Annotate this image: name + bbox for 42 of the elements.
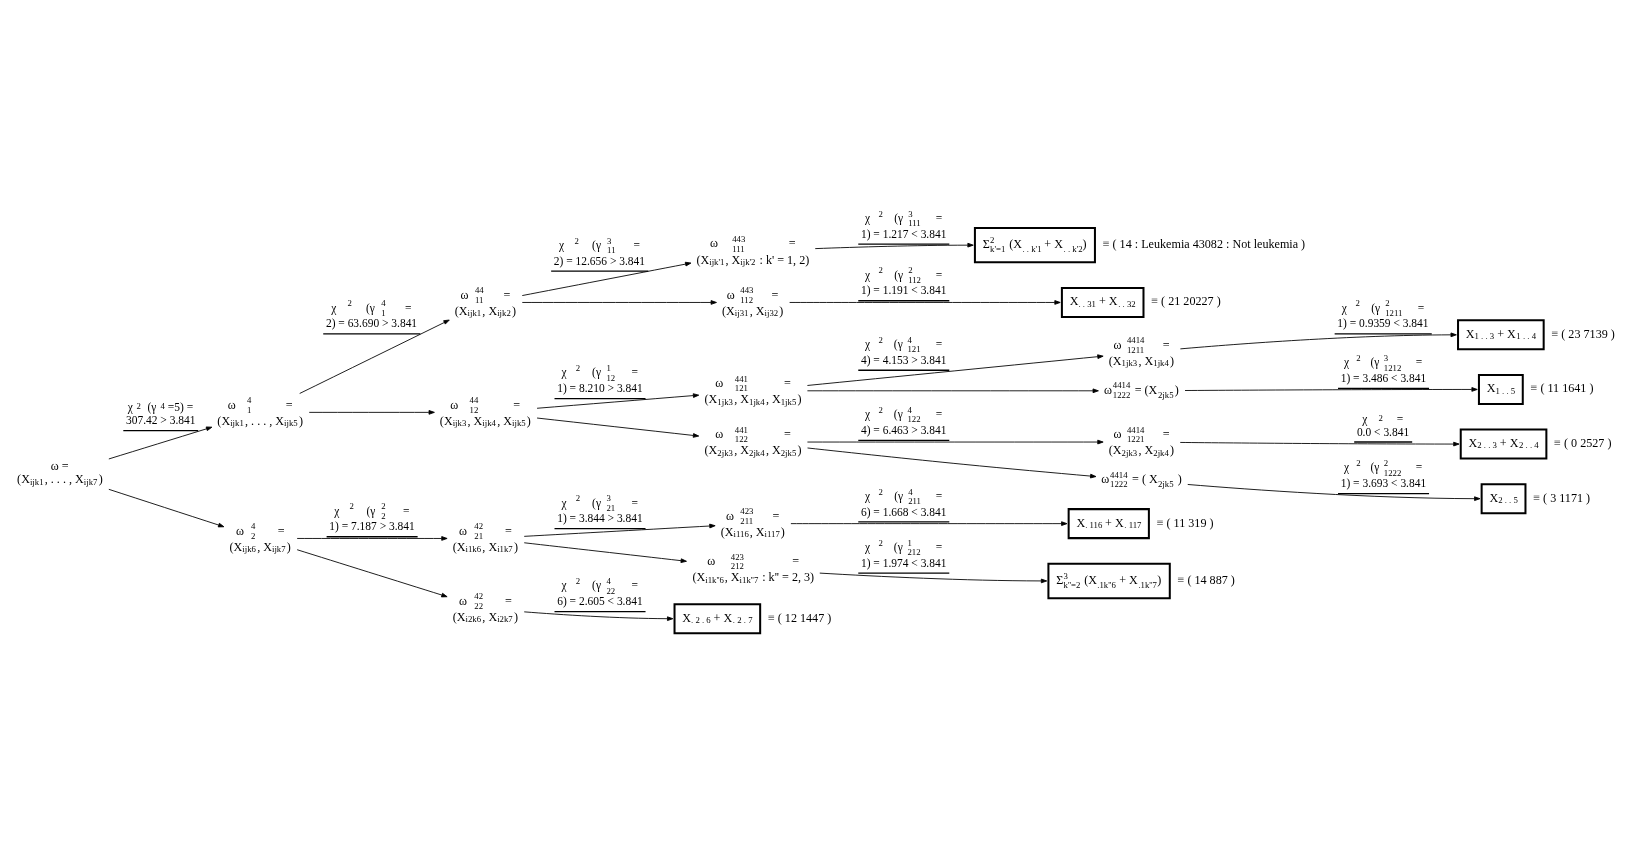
- arrow: [807, 447, 1097, 479]
- node-box: X2 . . 3 + X2 . . 4: [1459, 428, 1548, 460]
- arrow: [806, 439, 1104, 445]
- arrow: [789, 300, 1061, 305]
- arrow: [296, 549, 448, 598]
- arrow: [806, 354, 1104, 386]
- arrow: [108, 488, 225, 528]
- arrow: [819, 572, 1048, 584]
- node-box: X. 116 + X. 117: [1067, 508, 1150, 540]
- node-text: ω = (Xijk1, . . . , Xijk7): [17, 458, 103, 487]
- arrow: [536, 393, 700, 409]
- arrow: [1184, 387, 1478, 392]
- arrow: [806, 388, 1099, 394]
- arrow: [308, 410, 435, 415]
- arrow: [523, 542, 687, 563]
- node-box: X1 . . 5: [1477, 373, 1524, 405]
- arrow: [299, 319, 450, 394]
- arrow: [521, 261, 692, 296]
- node-label: ≡ ( 21 20227 ): [1151, 294, 1221, 309]
- node-label: ≡ ( 3 1171 ): [1533, 490, 1591, 505]
- node-label: ≡ ( 12 1447 ): [767, 610, 832, 625]
- arrow: [523, 523, 716, 537]
- arrow: [536, 417, 700, 438]
- node-box: X. . 31 + X. . 32: [1060, 286, 1145, 318]
- node-label: ≡ ( 14 : Leukemia 43082 : Not leukemia ): [1102, 237, 1306, 252]
- node-label: ≡ ( 23 7139 ): [1551, 326, 1615, 341]
- arrow: [521, 300, 717, 305]
- arrow: [108, 426, 213, 460]
- arrow: [1187, 484, 1481, 501]
- arrow: [1179, 441, 1460, 447]
- arrow: [814, 242, 974, 250]
- node-box: X1 . . 3 + X1 . . 4: [1457, 319, 1545, 351]
- node-label: ≡ ( 14 887 ): [1177, 572, 1235, 587]
- node-label: ≡ ( 11 319 ): [1156, 515, 1214, 530]
- arrow: [1179, 332, 1457, 350]
- arrow: [790, 521, 1068, 526]
- arrow: [523, 610, 674, 622]
- node-label: ≡ ( 0 2527 ): [1554, 436, 1612, 451]
- node-box: X. 2 . 6 + X. 2 . 7: [673, 603, 762, 635]
- node-box: X2 . . 5: [1480, 483, 1527, 515]
- arrow: [296, 536, 448, 541]
- node-label: ≡ ( 11 1641 ): [1530, 381, 1594, 396]
